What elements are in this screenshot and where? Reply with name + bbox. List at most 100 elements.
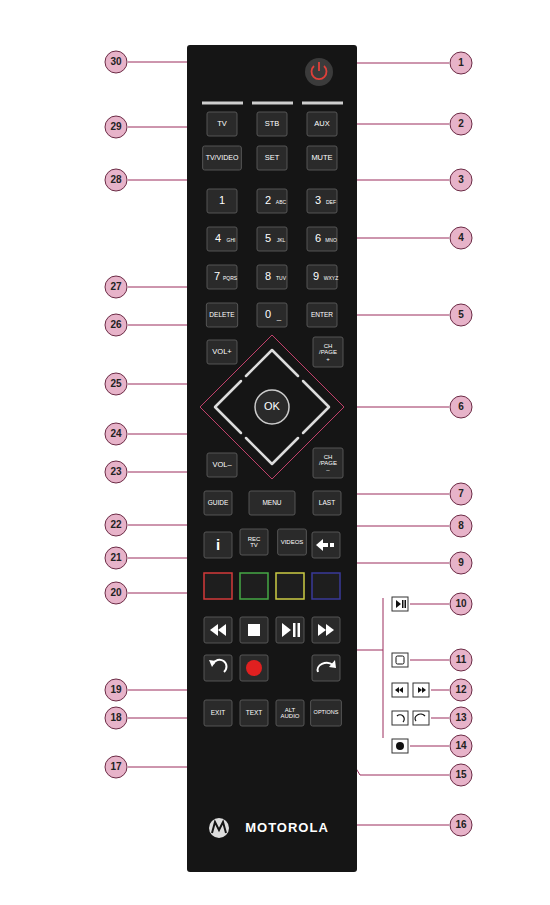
key-letters: DEF: [326, 200, 336, 205]
transport-buttons: [204, 617, 340, 681]
remote-button: [207, 227, 237, 251]
button-label: MENU: [262, 500, 281, 507]
callout-number: 26: [110, 320, 121, 331]
callout-number: 8: [458, 521, 464, 532]
remote-button: [240, 529, 268, 555]
remote-button: [313, 491, 341, 515]
remote-button: [207, 265, 237, 289]
callout-number: 14: [455, 741, 466, 752]
remote-button: [307, 112, 337, 136]
callout-number: 13: [455, 713, 466, 724]
remote-button: [249, 491, 295, 515]
remote-button: [313, 337, 343, 367]
remote-button: [204, 491, 232, 515]
button-label: STB: [265, 120, 280, 128]
remote-button: [203, 146, 242, 170]
button-label: 8: [265, 271, 271, 283]
button-label: 4: [215, 233, 221, 245]
remote-button: [278, 529, 307, 555]
remote-button: [207, 189, 237, 213]
remote-button: [276, 700, 304, 726]
callout-number: 16: [455, 820, 466, 831]
button-label: DELETE: [209, 312, 234, 319]
remote-button: [257, 227, 287, 251]
button-label: VIDEOS: [281, 539, 304, 545]
callout-number: 18: [110, 713, 121, 724]
remote-button: [240, 700, 268, 726]
callout-number: 12: [455, 685, 466, 696]
callout-number: 30: [110, 57, 121, 68]
remote-button: [204, 532, 232, 558]
mode-indicator-bars: [202, 102, 343, 105]
key-letters: _: [277, 313, 281, 321]
remote-button: [257, 303, 287, 327]
callout-number: 28: [110, 175, 121, 186]
callout-number: 7: [458, 489, 464, 500]
callout-number: 17: [110, 762, 121, 773]
remote-body: [187, 45, 357, 872]
callout-number: 19: [110, 685, 121, 696]
button-label: 7: [214, 271, 220, 283]
remote-button: [313, 448, 343, 478]
callout-number: 25: [110, 379, 121, 390]
callout-number: 15: [455, 770, 466, 781]
remote-button: [307, 227, 337, 251]
button-label: SET: [265, 154, 280, 162]
remote-button: [207, 453, 237, 477]
remote-button: [207, 340, 237, 364]
button-label: 0: [265, 309, 271, 321]
button-label: 3: [315, 195, 321, 207]
remote-button: [206, 303, 237, 327]
remote-button: [307, 146, 337, 170]
button-label: CH /PAGE +: [319, 343, 337, 362]
button-label: TEXT: [246, 710, 263, 717]
color-buttons: [204, 573, 340, 599]
button-label: OPTIONS: [314, 710, 339, 716]
button-label: VOL–: [212, 461, 231, 469]
callout-number: 21: [110, 553, 121, 564]
button-label: i: [216, 537, 220, 553]
power-button: [305, 58, 333, 86]
callout-number: 20: [110, 588, 121, 599]
key-letters: GHI: [227, 238, 236, 243]
key-letters: PQRS: [223, 276, 237, 281]
transport-key-legend: [392, 597, 429, 753]
button-label: 2: [265, 195, 271, 207]
callout-number: 23: [110, 467, 121, 478]
callout-number: 29: [110, 122, 121, 133]
button-label: TV: [217, 120, 227, 128]
button-label: REC TV: [248, 536, 261, 549]
button-label: 1: [219, 195, 225, 207]
button-label: EXIT: [211, 710, 225, 717]
remote-button: [257, 265, 287, 289]
remote-button: [257, 189, 287, 213]
key-letters: JKL: [277, 238, 286, 243]
remote-button: [257, 146, 287, 170]
remote-button: [307, 189, 337, 213]
callout-number: 4: [458, 233, 464, 244]
callout-number: 6: [458, 402, 464, 413]
d-pad: [200, 335, 344, 479]
callout-number: 9: [458, 558, 464, 569]
callout-number: 2: [458, 119, 464, 130]
callout-number: 1: [458, 58, 464, 69]
button-label: OK: [264, 401, 280, 413]
button-label: TV/VIDEO: [206, 154, 239, 161]
button-label: VOL+: [212, 348, 231, 356]
callout-number: 5: [458, 310, 464, 321]
button-label: 5: [265, 233, 271, 245]
remote-button: [257, 112, 287, 136]
button-label: AUX: [314, 120, 329, 128]
callout-number: 24: [110, 429, 121, 440]
button-label: ENTER: [311, 312, 333, 319]
brand-name: MOTOROLA: [245, 821, 329, 835]
callout-number: 10: [455, 599, 466, 610]
remote-button: [207, 112, 237, 136]
callout-number: 3: [458, 175, 464, 186]
remote-button: [307, 303, 337, 327]
button-label: 6: [315, 233, 321, 245]
callout-number: 11: [456, 655, 467, 666]
button-label: MUTE: [311, 154, 332, 162]
